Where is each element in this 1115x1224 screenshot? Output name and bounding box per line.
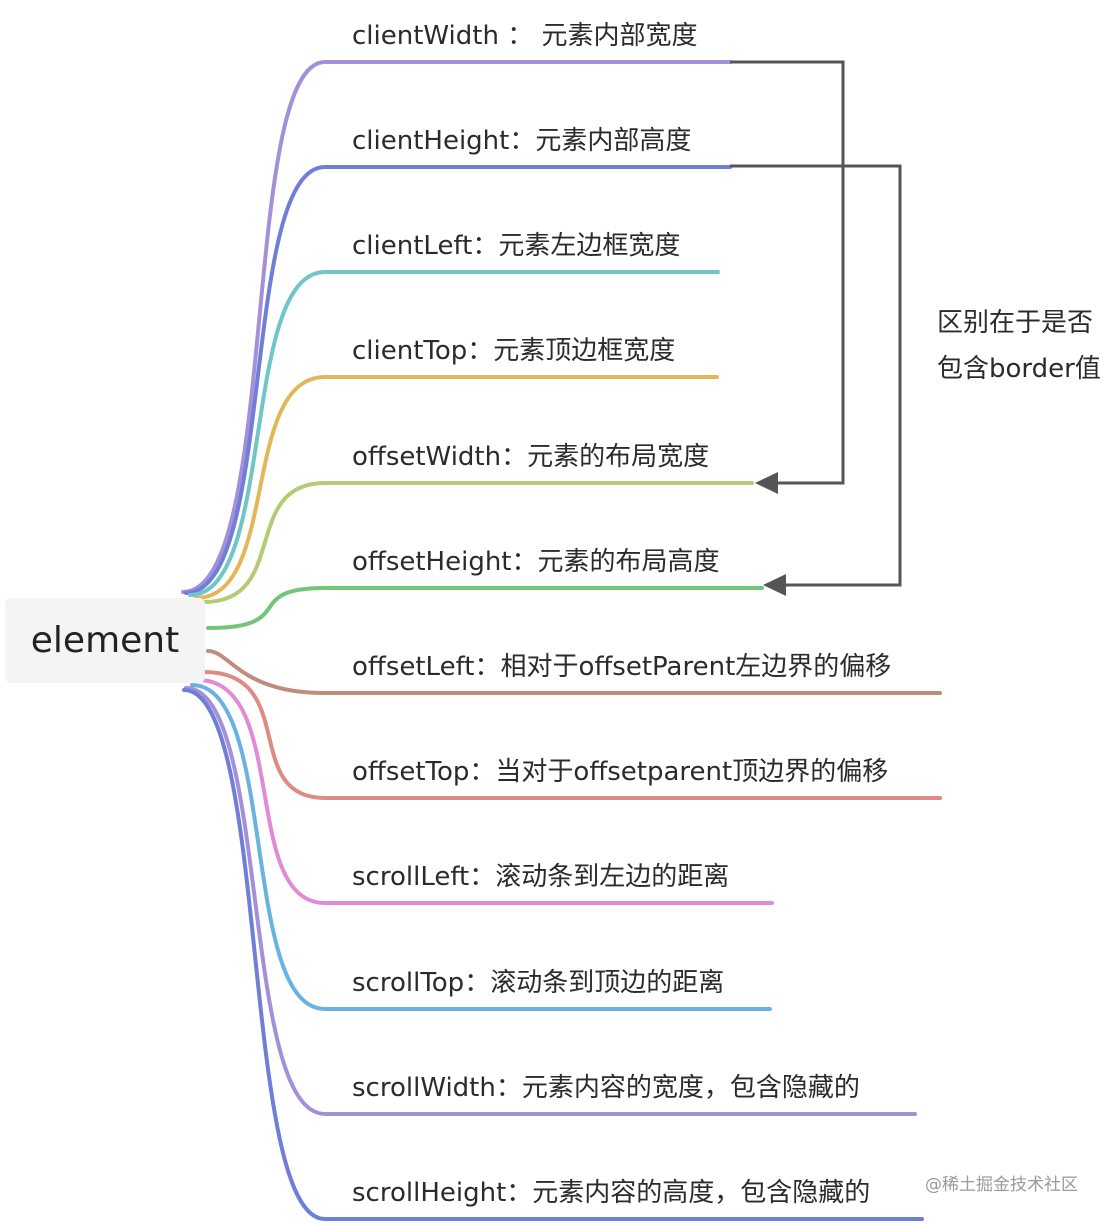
branch-line-2 [184,165,732,595]
watermark: @稀土掘金技术社区 [925,1175,1078,1195]
branch-label-10: scrollTop：滚动条到顶边的距离 [352,968,725,998]
branch-label-7: offsetLeft：相对于offsetParent左边界的偏移 [352,652,892,682]
branch-line-8 [202,670,942,800]
branch-line-7 [206,649,942,695]
width-comparison-connector [730,60,845,485]
width-arrowhead-icon [755,472,778,494]
branch-label-6: offsetHeight：元素的布局高度 [352,547,720,577]
branch-line-6 [206,586,764,630]
branch-line-5 [202,481,754,604]
branch-label-1: clientWidth ： 元素内部宽度 [352,21,698,51]
branch-label-2: clientHeight：元素内部高度 [352,126,692,156]
branch-label-8: offsetTop：当对于offsetparent顶边界的偏移 [352,757,889,787]
branch-label-12: scrollHeight：元素内容的高度，包含隐藏的 [352,1178,871,1208]
height-arrowhead-icon [763,574,786,596]
branch-label-3: clientLeft：元素左边框宽度 [352,231,681,261]
branch-line-4 [194,375,719,600]
branch-line-11 [184,686,917,1116]
branch-label-4: clientTop：元素顶边框宽度 [352,336,676,366]
note-line-1: 区别在于是否 [937,308,1094,338]
branch-line-1 [181,60,732,594]
branch-label-9: scrollLeft：滚动条到左边的距离 [352,862,730,892]
branch-line-10 [190,683,772,1011]
branch-label-5: offsetWidth：元素的布局宽度 [352,442,710,472]
root-node-label: element [30,620,180,661]
note-line-2: 包含border值 [937,354,1101,384]
branch-line-12 [182,688,924,1221]
comparison-note: 区别在于是否 包含border值 [937,300,1101,392]
branch-line-9 [196,678,774,905]
branch-label-11: scrollWidth：元素内容的宽度，包含隐藏的 [352,1073,860,1103]
height-comparison-connector [730,164,902,587]
branch-line-3 [188,270,720,597]
root-node [5,598,205,683]
